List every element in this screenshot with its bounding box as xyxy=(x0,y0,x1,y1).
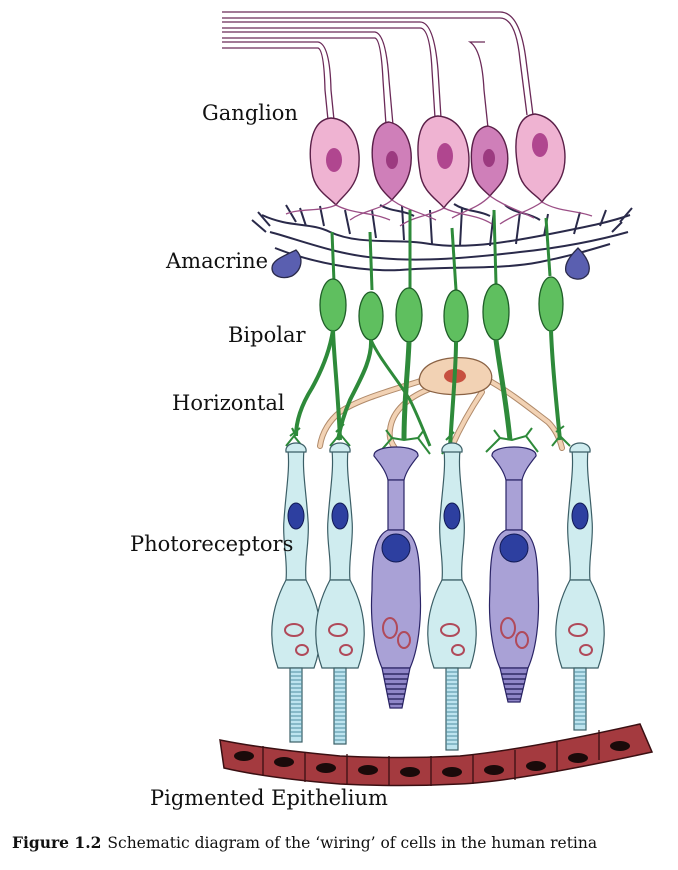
pigmented-epithelium xyxy=(219,723,654,787)
rod-cell xyxy=(427,442,477,751)
epithelium-nucleus xyxy=(358,765,378,775)
epithelium-cell xyxy=(234,751,254,761)
label-horizontal: Horizontal xyxy=(172,391,285,415)
epithelium-nucleus xyxy=(234,751,254,761)
bipolar-cell xyxy=(395,210,423,441)
ganglion-cell xyxy=(470,125,509,198)
amacrine-cell xyxy=(564,247,590,280)
cone-cell xyxy=(370,446,422,709)
label-ganglion: Ganglion xyxy=(202,101,298,125)
mitochondrion xyxy=(568,623,588,637)
mitochondrion xyxy=(500,617,516,639)
amacrine-cells xyxy=(271,247,590,280)
epithelium-cells xyxy=(234,730,630,786)
epithelium-nucleus xyxy=(484,765,504,775)
caption-text: Schematic diagram of the ‘wiring’ of cel… xyxy=(107,834,598,852)
mitochondrion xyxy=(328,623,348,637)
epithelium-cell xyxy=(388,756,420,786)
amacrine-cell xyxy=(271,249,302,279)
figure-number: Figure 1.2 xyxy=(12,833,102,852)
epithelium-nucleus xyxy=(526,761,546,771)
epithelium-nucleus xyxy=(610,741,630,751)
epithelium-cell xyxy=(556,742,588,772)
bipolar-cells xyxy=(294,209,564,449)
rod-nucleus xyxy=(287,502,305,530)
label-amacrine: Amacrine xyxy=(165,249,268,273)
bipolar-terminals xyxy=(285,423,571,455)
mitochondrion xyxy=(451,644,465,656)
label-photoreceptors: Photoreceptors xyxy=(130,532,293,556)
mitochondrion xyxy=(382,617,398,639)
photoreceptors xyxy=(271,442,605,751)
epithelium-cell xyxy=(304,752,336,782)
ganglion-cell xyxy=(371,121,412,202)
mitochondrion xyxy=(397,631,411,649)
epithelium-cell xyxy=(472,754,504,784)
rod-nucleus xyxy=(443,502,461,530)
ganglion-axons xyxy=(222,11,534,129)
mitochondrion xyxy=(295,644,309,656)
cone-nucleus xyxy=(499,533,529,563)
rod-cell xyxy=(271,442,321,743)
rod-cell xyxy=(555,442,605,731)
epithelium-nucleus xyxy=(442,767,462,777)
epithelium-nucleus xyxy=(274,757,294,767)
epithelium-cell xyxy=(346,754,378,784)
rod-nucleus xyxy=(571,502,589,530)
figure-caption: Figure 1.2 Schematic diagram of the ‘wiri… xyxy=(12,833,672,852)
mitochondrion xyxy=(284,623,304,637)
ganglion-cell xyxy=(417,115,470,210)
mitochondrion xyxy=(579,644,593,656)
label-pigmented-epithelium: Pigmented Epithelium xyxy=(150,786,388,810)
mitochondrion xyxy=(515,631,529,649)
ganglion-cell xyxy=(309,117,360,207)
cone-nucleus xyxy=(381,533,411,563)
epithelium-cell xyxy=(430,756,462,786)
ganglion-dendrites xyxy=(285,195,593,227)
mitochondrion xyxy=(339,644,353,656)
epithelium-nucleus xyxy=(400,767,420,777)
mitochondrion xyxy=(440,623,460,637)
epithelium-cell xyxy=(598,730,630,760)
bipolar-cell xyxy=(336,231,432,447)
ganglion-cell xyxy=(515,113,566,204)
cone-cell xyxy=(488,446,540,703)
epithelium-cell xyxy=(514,750,546,780)
epithelium-cell xyxy=(262,746,294,776)
rod-cell xyxy=(315,442,365,745)
bipolar-cell xyxy=(538,217,564,441)
bipolar-cell xyxy=(482,209,513,441)
epithelium-nucleus xyxy=(568,753,588,763)
label-bipolar: Bipolar xyxy=(228,323,306,347)
epithelium-nucleus xyxy=(316,763,336,773)
ganglion-cells xyxy=(309,113,566,210)
rod-nucleus xyxy=(331,502,349,530)
